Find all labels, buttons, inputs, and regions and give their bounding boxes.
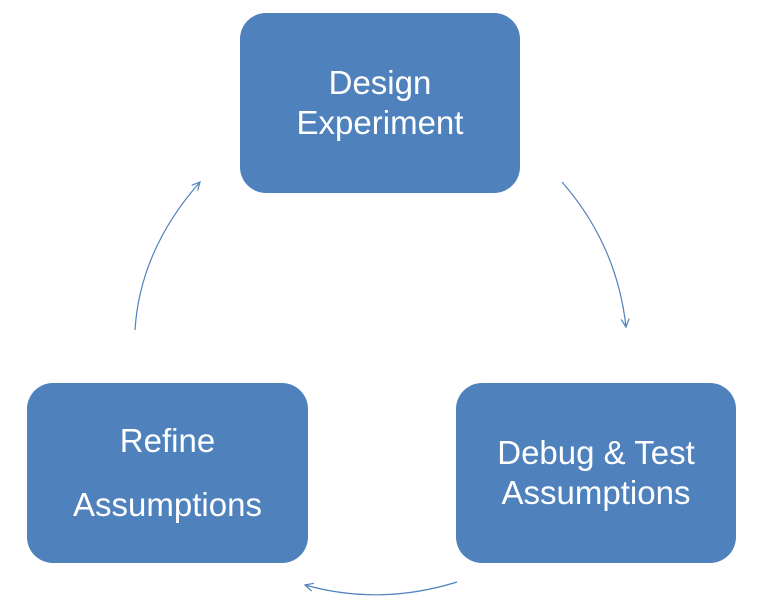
node-design-experiment: Design Experiment <box>240 13 520 193</box>
node-debug-test-assumptions: Debug & Test Assumptions <box>456 383 736 563</box>
node-label-line: Assumptions <box>501 474 691 511</box>
arrow-design-to-debug <box>561 181 630 329</box>
node-refine-assumptions: Refine Assumptions <box>27 383 308 563</box>
arrow-debug-to-refine <box>303 581 458 596</box>
node-label-line: Debug & Test <box>497 434 695 472</box>
arrow-refine-to-design <box>134 180 201 331</box>
node-label-line: Experiment <box>296 104 464 141</box>
node-label-line: Assumptions <box>73 486 262 523</box>
node-label-line: Design <box>328 64 432 102</box>
node-label-line: Refine <box>119 421 216 459</box>
